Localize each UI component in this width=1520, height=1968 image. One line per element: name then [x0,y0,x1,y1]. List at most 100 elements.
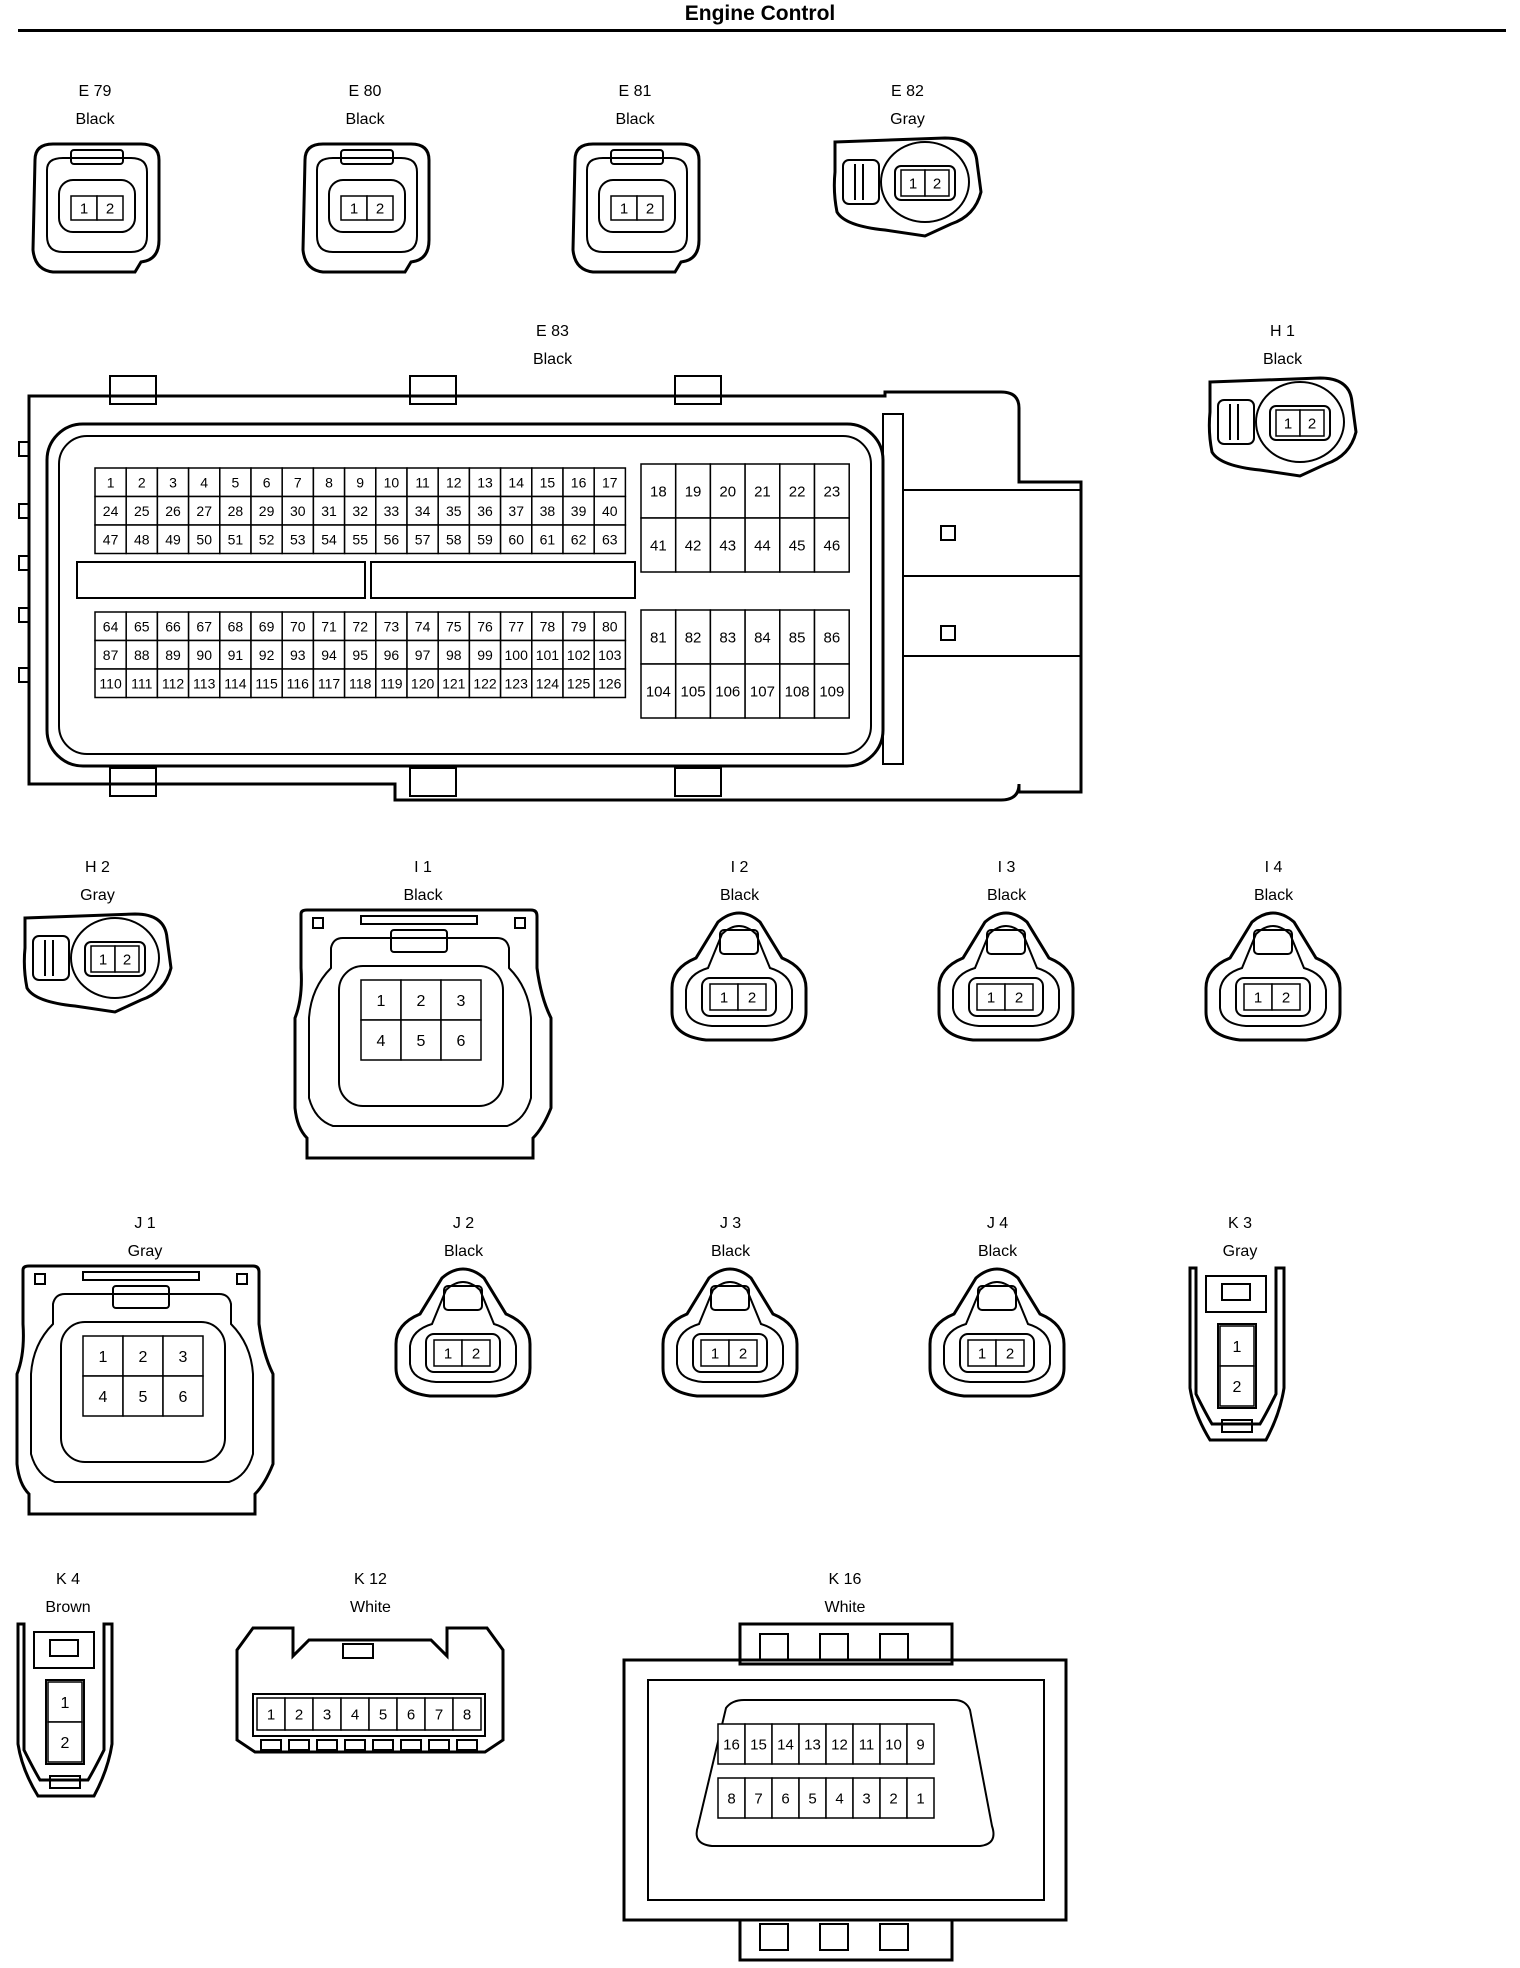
pin-label: 29 [259,503,275,519]
latch [32,935,70,981]
pin-label: 77 [508,618,524,634]
connector-housing [31,142,161,274]
pin-label: 38 [540,503,556,519]
connector-color: Black [1253,887,1294,904]
pin-label: 60 [508,531,524,547]
pin-cell [461,1339,491,1367]
top-clip [674,375,722,405]
pin-cavity [328,179,406,233]
pin-label: 107 [750,683,775,700]
latch [1217,399,1255,445]
pin-cell [219,524,252,555]
pin-label: 14 [508,474,524,490]
key [49,1775,81,1789]
pin-label: 51 [228,531,244,547]
connector-color: Black [345,111,385,128]
pin-label: 6 [263,474,271,490]
pin-cell [250,524,283,555]
pin-label: 24 [103,503,119,519]
pin-label: 15 [540,474,556,490]
pin-label: 1 [99,1349,108,1366]
connector-housing [1188,1266,1286,1442]
pin-cell [562,639,595,670]
pin-label: 18 [650,483,667,500]
pin-label: 99 [477,647,493,663]
pin-label: 109 [819,683,844,700]
pin-label: 117 [318,675,341,691]
pin-label: 59 [477,531,493,547]
pin-cavity [45,1679,85,1765]
bottom-clip [109,767,157,797]
pin-cell [593,524,627,555]
pin-label: 47 [103,531,119,547]
pin-label: 98 [446,647,462,663]
bottom-clip [674,767,722,797]
pin-label: 49 [165,531,181,547]
pin-label: 115 [255,675,278,691]
pin-cell [674,463,712,519]
pin-cell [1004,983,1034,1011]
pin-label: 8 [325,474,333,490]
pin-label: 104 [646,683,671,700]
connector-inner [308,937,532,1127]
pin-label: 62 [571,531,587,547]
pin-label: 33 [384,503,400,519]
side-tab [18,441,30,457]
pin-label: 5 [139,1389,148,1406]
pin-label: 32 [352,503,368,519]
key-slot [76,561,366,599]
pin-cavity [338,965,504,1107]
pin-label: 2 [1233,1379,1242,1396]
pin-label: 91 [228,647,244,663]
pin-cell [468,495,502,526]
pin-label: 126 [598,675,622,691]
pin-cell [728,1339,758,1367]
pin-cell [744,1777,773,1819]
pin-label: 102 [567,647,591,663]
pin-label: 48 [134,531,150,547]
mark [236,1273,248,1285]
connector-code: I 3 [997,859,1016,876]
pin-label: 1 [99,951,107,968]
connector-inner [30,1293,254,1483]
pin-cell [375,495,408,526]
pin-label: 78 [540,618,556,634]
pin-cell [717,1723,746,1765]
pin-label: 1 [1254,989,1262,1006]
connector-color: Black [1262,351,1303,368]
pin-cell [709,463,746,519]
pin-cell [900,169,926,197]
pin-label: 4 [99,1389,108,1406]
pin-cell [437,668,471,699]
pin-cavity [701,977,777,1017]
pin-cell [96,195,124,221]
pin-label: 83 [719,629,736,646]
pin-label: 75 [446,618,462,634]
latch-slot [1221,1283,1251,1301]
pin-label: 9 [916,1736,924,1753]
pin-label: 64 [103,618,119,634]
pin-cell [250,495,283,526]
pin-label: 85 [789,629,806,646]
pin-label: 4 [835,1790,843,1807]
pin-label: 35 [446,503,462,519]
pin-cell [640,517,677,573]
side-tab [18,503,30,519]
pin-cell [906,1777,935,1819]
latch [1205,1275,1267,1313]
pin-label: 82 [685,629,702,646]
pin-label: 6 [179,1389,188,1406]
connector-housing [928,1267,1066,1398]
pin-label: 1 [1284,415,1292,432]
pin-label: 5 [808,1790,816,1807]
pin-label: 2 [748,989,756,1006]
pin-cell [47,1721,83,1763]
